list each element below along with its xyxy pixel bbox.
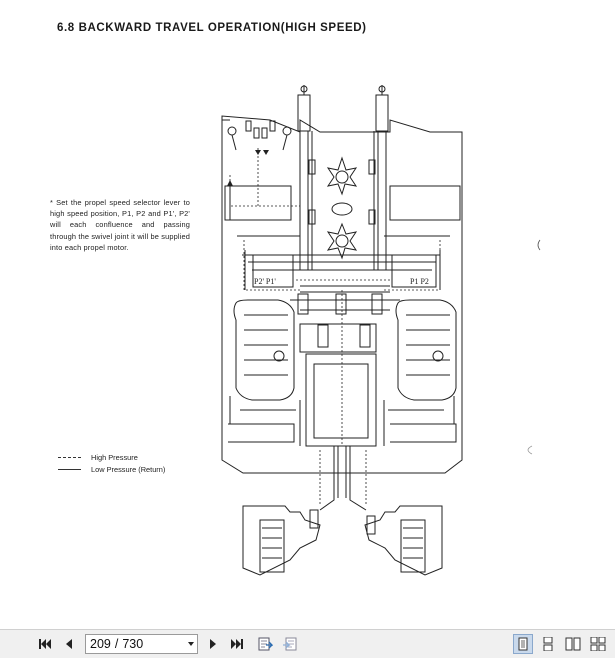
bottom-left-travel-unit (242, 505, 321, 576)
continuous-view-icon (543, 637, 553, 651)
single-page-view-button[interactable] (513, 634, 533, 654)
go-forward-button[interactable] (280, 634, 300, 654)
lower-pump (326, 222, 358, 260)
legend-low-pressure: Low Pressure (Return) (58, 463, 165, 475)
previous-page-button[interactable] (59, 634, 79, 654)
two-page-continuous-view-icon (590, 637, 606, 651)
last-page-button[interactable] (227, 634, 247, 654)
first-page-icon (39, 639, 51, 649)
two-page-continuous-view-button[interactable] (588, 634, 608, 654)
solid-line-swatch (58, 468, 81, 470)
two-page-view-icon (565, 637, 581, 651)
legend-label: Low Pressure (Return) (91, 464, 166, 474)
go-back-icon (258, 637, 273, 651)
single-page-view-icon (518, 637, 528, 651)
machine-frame (221, 115, 463, 474)
right-valve-box (391, 254, 437, 288)
next-page-icon (210, 639, 216, 649)
first-page-button[interactable] (35, 634, 55, 654)
continuous-view-button[interactable] (538, 634, 558, 654)
pressure-legend: High Pressure Low Pressure (Return) (58, 451, 165, 475)
page-separator: / (114, 637, 119, 651)
viewer-toolbar: 209 / 730 (0, 629, 615, 658)
total-pages: 730 (122, 637, 144, 651)
left-valve-box (252, 254, 294, 288)
next-page-button[interactable] (203, 634, 223, 654)
current-page-number: 209 (90, 637, 111, 651)
control-valve-left (297, 293, 309, 315)
swivel-joint-housing (305, 353, 377, 447)
legend-label: High Pressure (91, 452, 138, 462)
upper-pump (326, 156, 358, 196)
document-page: 6.8 BACKWARD TRAVEL OPERATION(HIGH SPEED… (50, 22, 541, 576)
left-tank (224, 185, 292, 221)
go-back-button[interactable] (255, 634, 275, 654)
dashed-line-swatch (58, 456, 81, 458)
legend-high-pressure: High Pressure (58, 451, 165, 463)
page-number-select[interactable]: 209 / 730 (85, 634, 198, 654)
right-travel-motor (395, 299, 457, 401)
control-valve-center (335, 293, 347, 315)
left-port-labels: P2' P1' (254, 277, 276, 286)
operation-note: * Set the propel speed selector lever to… (50, 198, 190, 252)
go-forward-icon (283, 637, 297, 651)
left-travel-motor (233, 299, 295, 401)
bottom-right-travel-unit (364, 505, 443, 576)
right-tank (389, 185, 461, 221)
right-cylinder (375, 94, 389, 132)
chevron-down-icon (188, 642, 194, 646)
last-page-icon (231, 639, 243, 649)
previous-page-icon (66, 639, 72, 649)
two-page-view-button[interactable] (563, 634, 583, 654)
right-port-labels: P1 P2 (410, 277, 429, 286)
hydraulic-circuit-diagram: P2' P1' P1 P2 (221, 85, 541, 576)
control-valve-right (371, 293, 383, 315)
page-title: 6.8 BACKWARD TRAVEL OPERATION(HIGH SPEED… (57, 22, 367, 34)
